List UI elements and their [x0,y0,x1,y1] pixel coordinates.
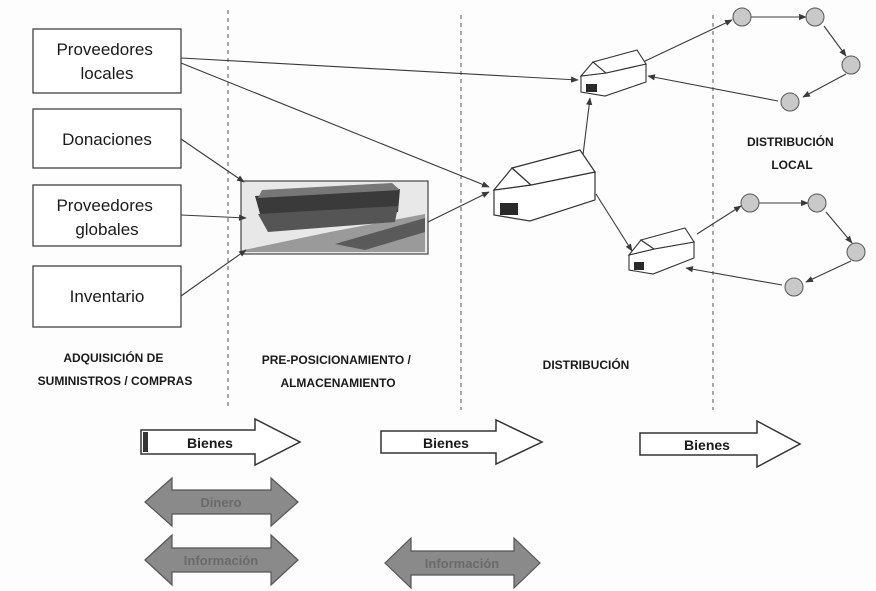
stage-label-procurement: ADQUISICIÓN DE SUMINISTROS / COMPRAS [38,350,193,388]
north-warehouse [579,49,647,97]
flow-central-to-south-warehouse [595,193,633,252]
node-s2 [807,193,827,213]
loop-n-3 [802,73,847,98]
storage-image [240,180,429,255]
node-n1 [732,7,752,27]
central-warehouse [492,149,597,222]
stage-label-local-distribution: DISTRIBUCIÓN LOCAL [747,134,837,172]
information-label-1: Información [184,553,258,568]
node-n4 [780,92,800,112]
label-proveedores-locales: Proveedores locales [56,40,157,83]
label-proveedores-globales-2: globales [75,220,138,239]
flow-donaciones-to-storage [180,138,245,183]
flow-central-to-north-warehouse [582,97,593,156]
south-warehouse [627,227,695,275]
node-n3 [841,55,861,75]
money-arrow: Dinero [144,476,299,528]
label-inventario: Inventario [70,287,145,306]
flow-locales-to-local-warehouse [180,57,579,83]
stage-label-prepositioning: PRE-POSICIONAMIENTO / ALMACENAMIENTO [262,353,414,390]
stage-procurement-2: SUMINISTROS / COMPRAS [38,374,193,388]
loop-s-2 [825,211,853,244]
label-proveedores-locales-2: locales [81,64,134,83]
supply-flow-lines [180,13,853,297]
flow-storage-to-central-warehouse [427,191,490,223]
stage-prepositioning-2: ALMACENAMIENTO [280,376,395,390]
stage-procurement-1: ADQUISICIÓN DE [63,350,163,365]
label-proveedores-globales-1: Proveedores [56,196,152,215]
flow-north-warehouse-in [647,74,779,102]
local-nodes [732,7,866,297]
flow-locales-to-central-warehouse [180,62,490,188]
goods-label-2: Bienes [423,435,469,451]
node-s3 [846,242,866,262]
loop-n-2 [823,25,847,57]
label-proveedores-locales-1: Proveedores [56,40,152,59]
box-proveedores-locales [32,28,182,94]
stage-local-1: DISTRIBUCIÓN [747,134,834,149]
goods-label-1: Bienes [187,435,233,451]
label-proveedores-globales: Proveedores globales [56,196,157,239]
information-arrow-1: Información [144,533,299,587]
node-s4 [784,277,804,297]
flow-north-warehouse-out [642,19,733,63]
goods-label-3: Bienes [684,437,730,453]
node-s1 [740,193,760,213]
goods-arrow-2: Bienes [380,418,544,466]
flow-inventario-to-storage [180,249,247,297]
information-label-2: Información [425,556,499,571]
flow-south-warehouse-in [685,266,783,286]
goods-arrow-1: Bienes [140,417,302,467]
label-donaciones: Donaciones [62,130,152,149]
stage-dividers [227,10,714,410]
box-proveedores-globales [32,184,182,247]
money-label: Dinero [200,495,241,510]
flow-south-warehouse-out [696,205,742,235]
box-donaciones [32,108,182,169]
stage-prepositioning-1: PRE-POSICIONAMIENTO / [262,353,412,367]
stage-label-distribution: DISTRIBUCIÓN [543,357,630,372]
stage-local-2: LOCAL [771,158,812,172]
flow-globales-to-storage [180,214,247,221]
goods-arrow-3: Bienes [639,419,802,469]
supplier-boxes [32,28,182,328]
box-inventario [32,265,182,328]
loop-s-3 [805,260,852,283]
information-arrow-2: Información [384,536,541,590]
node-n2 [805,7,825,27]
